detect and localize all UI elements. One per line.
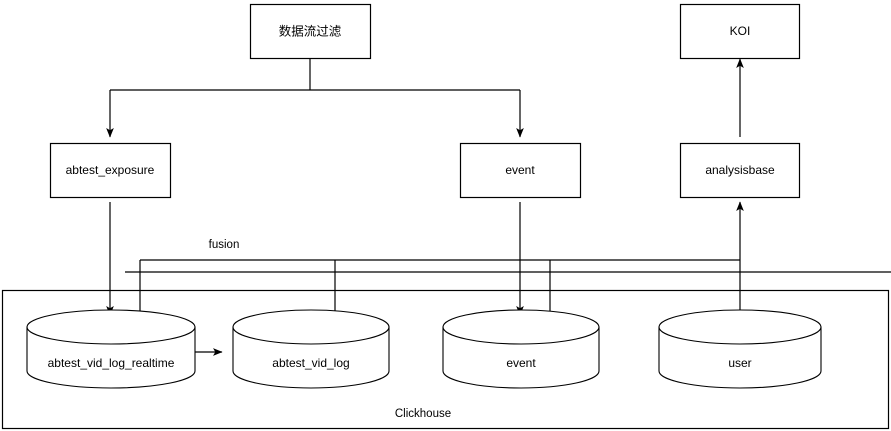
node-abtest-vid-log[interactable]: abtest_vid_log <box>232 309 390 389</box>
node-abtest-vid-log-label: abtest_vid_log <box>272 356 349 370</box>
node-event-middle[interactable] <box>459 142 582 199</box>
node-abtest-vid-log-realtime[interactable]: abtest_vid_log_realtime <box>26 309 196 389</box>
node-abtest-vid-log-realtime-label: abtest_vid_log_realtime <box>48 356 175 370</box>
node-koi-label: KOI <box>730 24 751 38</box>
node-koi[interactable] <box>679 3 801 60</box>
node-data-stream-filter[interactable] <box>249 3 372 60</box>
node-user-db[interactable]: user <box>658 309 822 389</box>
node-abtest-exposure-label: abtest_exposure <box>66 163 155 177</box>
node-data-stream-filter-label: 数据流过滤 <box>279 24 342 39</box>
node-analysisbase-label: analysisbase <box>705 163 775 177</box>
edge-label-fusion: fusion <box>209 239 240 251</box>
node-user-db-label: user <box>728 356 751 370</box>
node-analysisbase[interactable] <box>679 142 801 199</box>
node-abtest-exposure[interactable] <box>49 142 172 199</box>
clickhouse-container <box>1 289 890 430</box>
node-event-db-label: event <box>506 356 536 370</box>
node-event-db[interactable]: event <box>442 309 600 389</box>
node-event-middle-label: event <box>505 163 535 177</box>
clickhouse-container-label: Clickhouse <box>395 408 451 420</box>
